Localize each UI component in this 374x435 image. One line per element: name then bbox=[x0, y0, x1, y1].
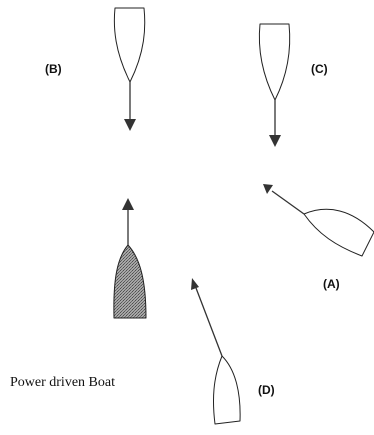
vessel-d-label: (D) bbox=[258, 383, 275, 397]
vessel-c-arrowhead bbox=[269, 135, 281, 147]
vessel-d-hull bbox=[212, 355, 241, 425]
power-driven-boat bbox=[113, 198, 147, 319]
vessel-d: (D) bbox=[191, 278, 275, 425]
vessel-a-arrowhead bbox=[263, 184, 273, 194]
vessel-a: (A) bbox=[263, 184, 374, 291]
power-boat-arrowhead bbox=[122, 198, 134, 210]
vessel-c-hull bbox=[258, 23, 291, 101]
vessel-c: (C) bbox=[258, 23, 328, 147]
vessel-a-heading-line bbox=[271, 190, 305, 215]
power-boat-caption: Power driven Boat bbox=[10, 375, 115, 390]
vessel-a-hull bbox=[303, 208, 374, 257]
vessel-b-label: (B) bbox=[45, 62, 62, 76]
vessel-b: (B) bbox=[45, 7, 146, 131]
vessel-b-hull bbox=[113, 7, 146, 83]
vessel-a-label: (A) bbox=[323, 277, 340, 291]
vessel-c-label: (C) bbox=[311, 62, 328, 76]
vessel-d-arrowhead bbox=[191, 278, 199, 290]
power-boat-hull bbox=[113, 244, 147, 319]
vessel-d-heading-line bbox=[195, 287, 223, 357]
vessel-b-arrowhead bbox=[124, 119, 136, 131]
